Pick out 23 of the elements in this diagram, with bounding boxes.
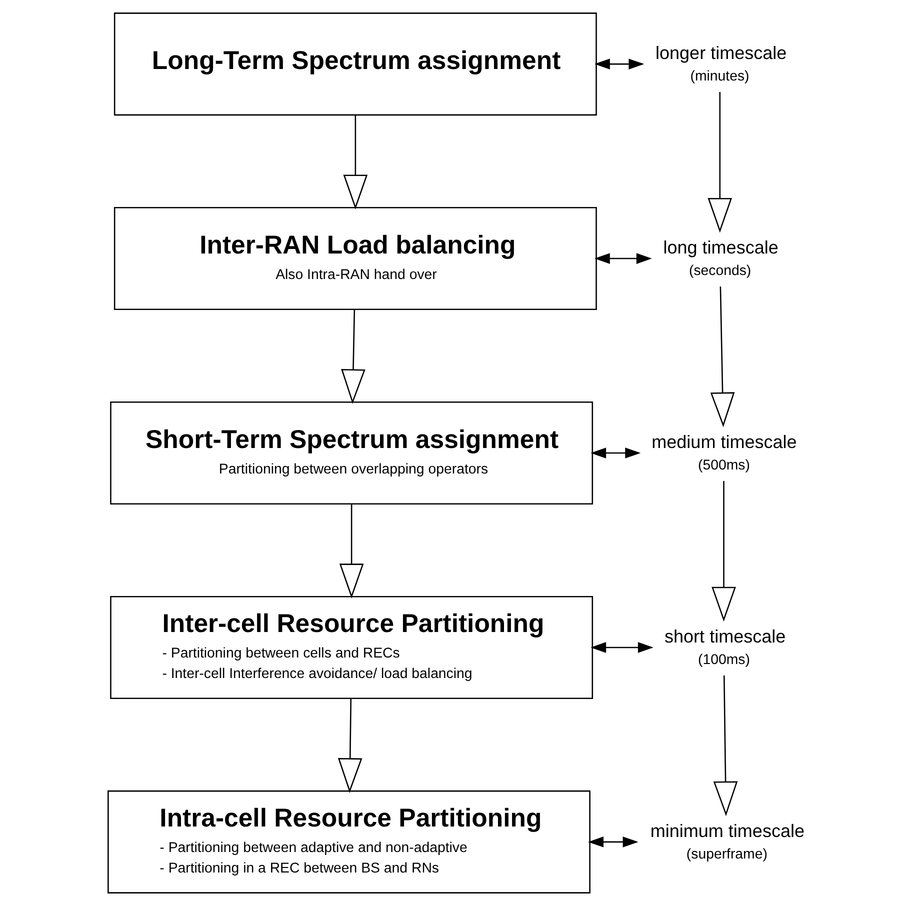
arrow — [340, 310, 365, 404]
arrow — [710, 286, 734, 428]
arrow — [590, 448, 640, 458]
node-box: Short-Term Spectrum assignment Partitioning between overlapping operators — [110, 401, 593, 505]
arrow — [594, 58, 644, 70]
arrow — [711, 480, 736, 622]
arrow — [338, 504, 364, 598]
node-box: Inter-RAN Load balancing Also Intra-RAN hand over — [113, 207, 596, 310]
node-text: short timescale (100ms) — [664, 626, 786, 668]
node-box: Inter-cell Resource Partitioning - Partitioning between cells and RECs - Inter-cell Interference avoidance/ load balancing — [110, 596, 593, 699]
arrow — [712, 675, 738, 816]
arrow — [707, 92, 732, 233]
arrow — [590, 642, 653, 653]
node-text: longer timescale (minutes) — [655, 43, 786, 85]
node-box: Long-Term Spectrum assignment — [113, 12, 596, 116]
arrow — [337, 698, 362, 793]
node-text: medium timescale (500ms) — [651, 432, 796, 474]
arrow — [594, 253, 652, 264]
arrow — [588, 836, 638, 848]
node-box: Intra-cell Resource Partitioning - Partitioning between adaptive and non-adaptive - Partitioning in a REC between BS and RNs — [107, 790, 590, 894]
arrow — [342, 115, 368, 210]
node-text: long timescale (seconds) — [662, 238, 778, 280]
node-text: minimum timescale (superframe) — [650, 821, 804, 862]
